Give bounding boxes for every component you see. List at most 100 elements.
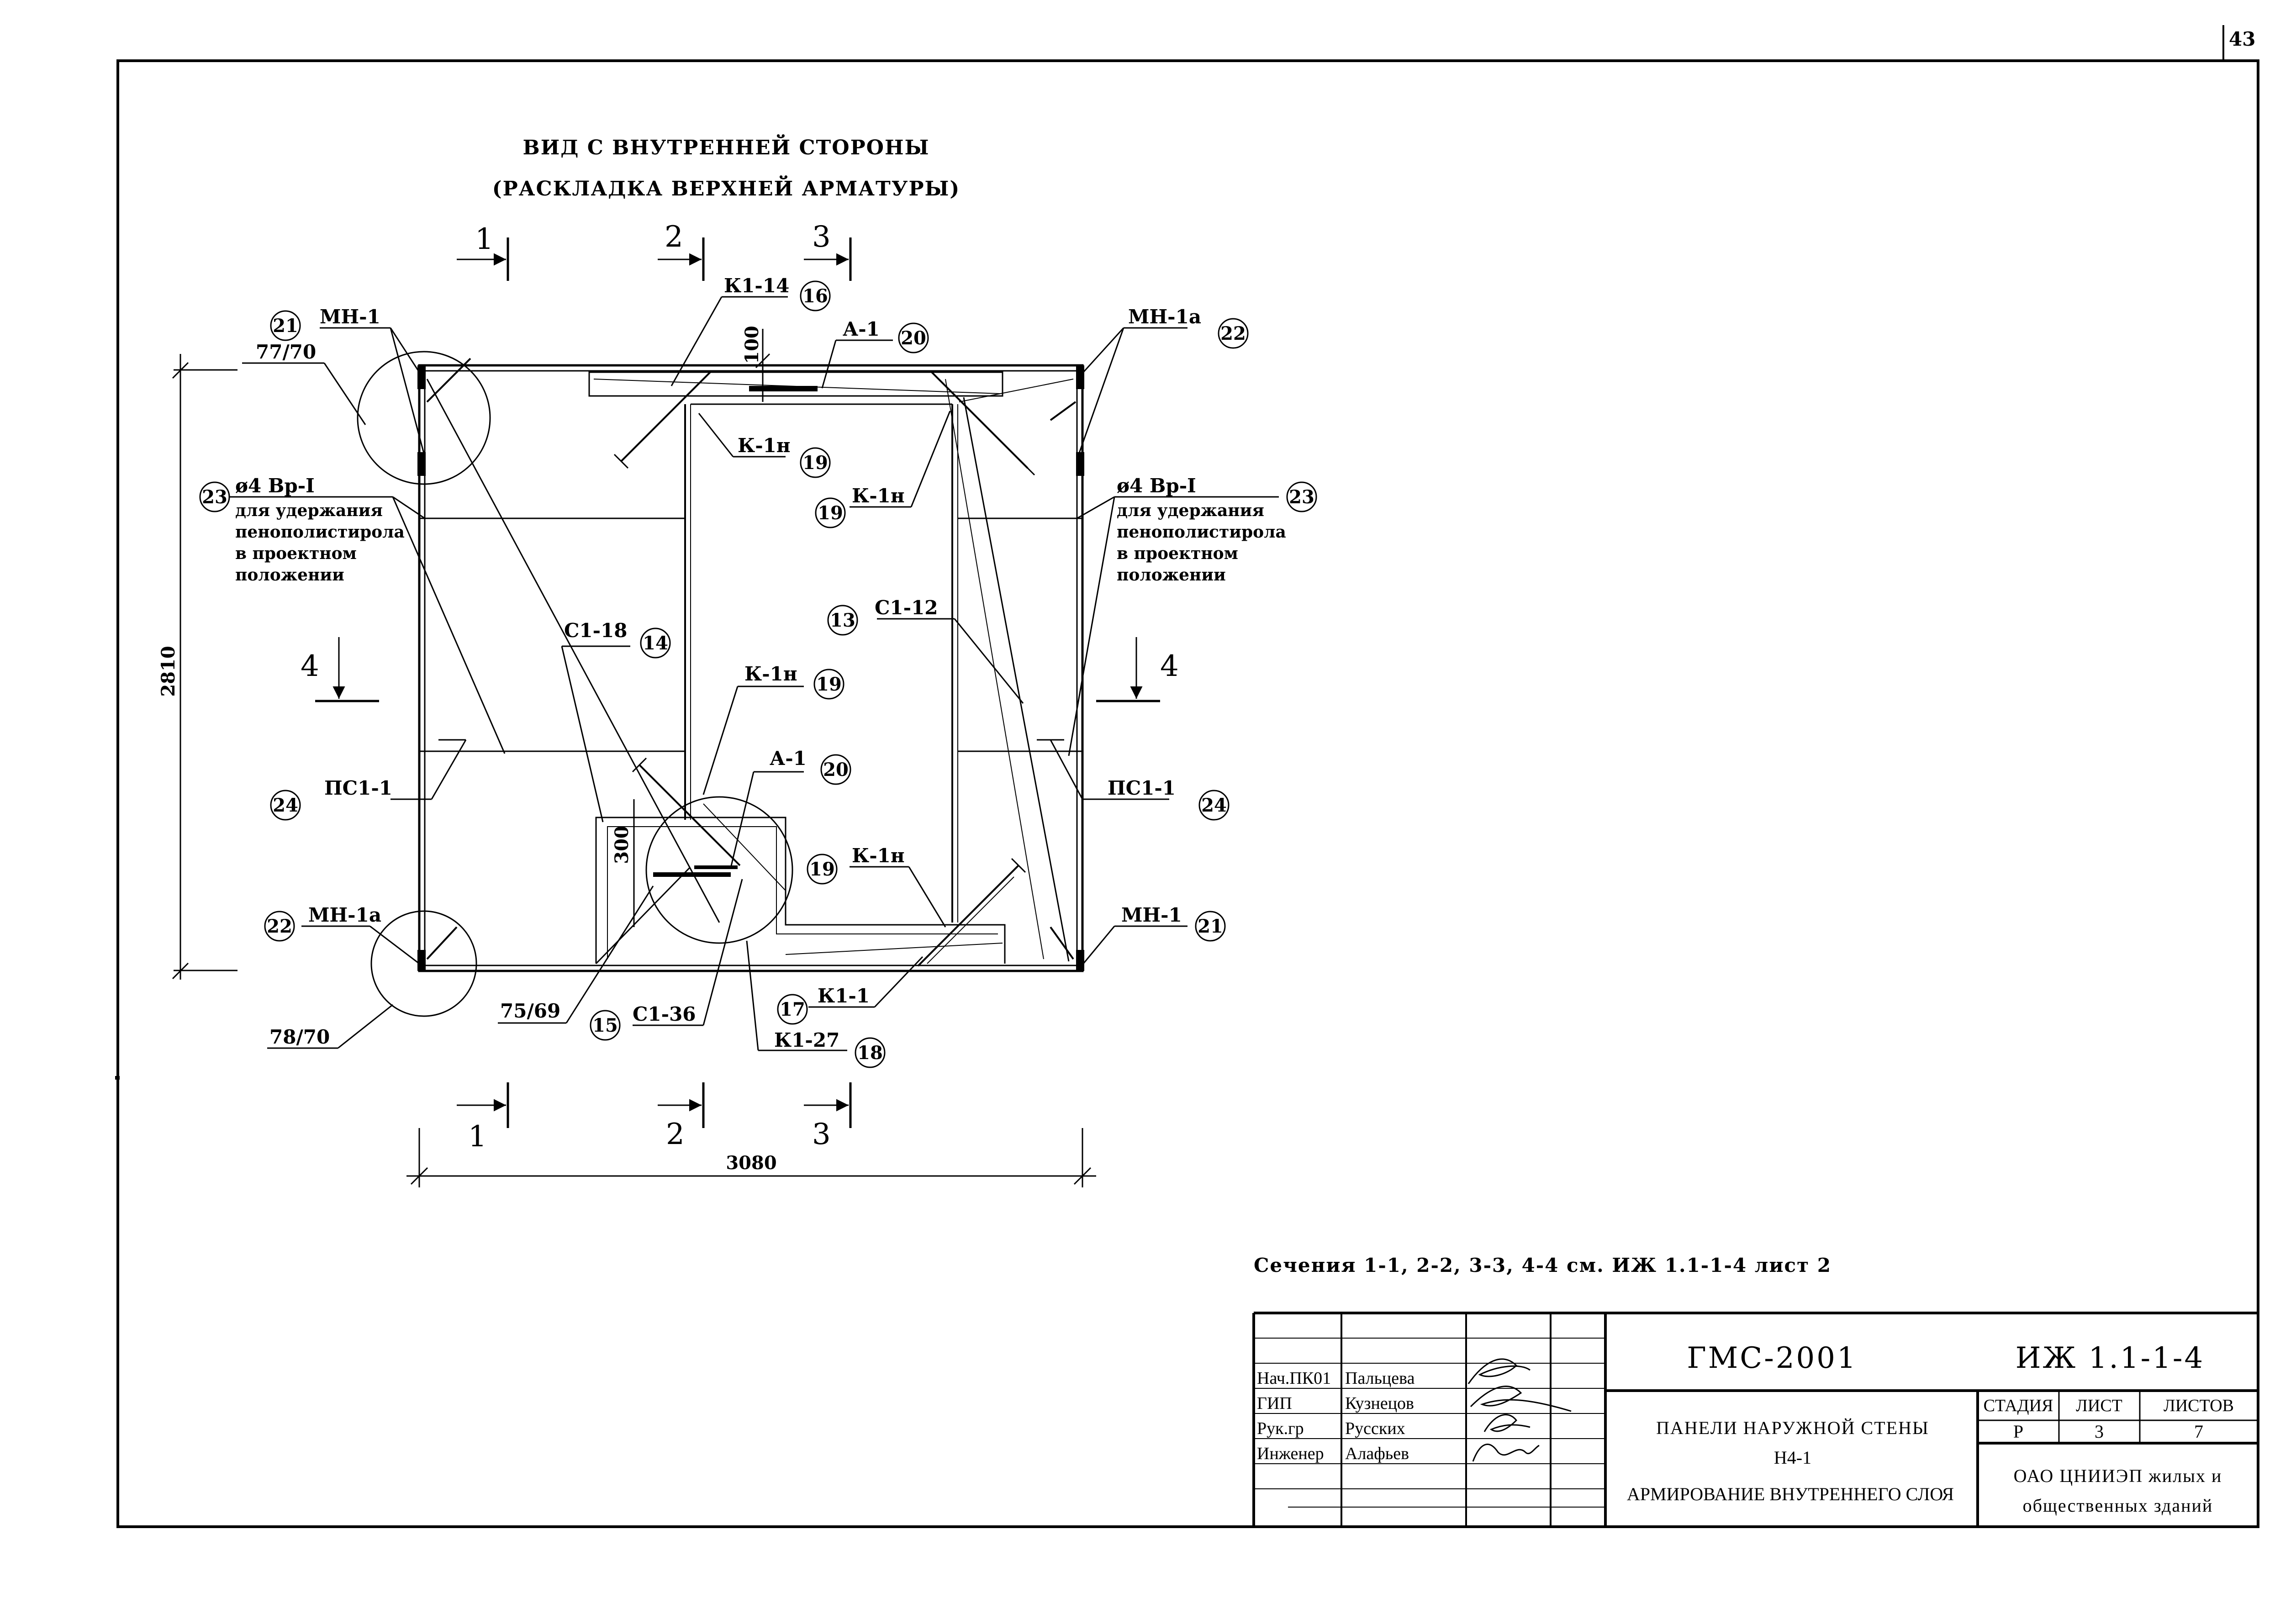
note-right-2: пенополистирола (1117, 522, 1286, 542)
label-rebar-right: ø4 Вр-I (1117, 475, 1196, 497)
note-left-4: положении (235, 565, 344, 585)
page-number: 43 (2229, 28, 2255, 50)
marker-23-right: 23 (1289, 486, 1314, 508)
marker-24-right: 24 (1201, 795, 1227, 816)
project-mark: Н4-1 (1774, 1447, 1811, 1468)
label-mn1-top: МН-1 (320, 306, 380, 328)
section-4-right: 4 (1160, 649, 1181, 683)
marker-20-bottom: 20 (823, 759, 849, 780)
label-mn1-bottom: МН-1 (1121, 904, 1182, 926)
marker-17: 17 (780, 999, 805, 1020)
staff-role-1: ГИП (1257, 1394, 1292, 1413)
note-left-3: в проектном (235, 544, 357, 563)
marker-19-a: 19 (802, 452, 828, 474)
label-k1n-d: К-1н (852, 844, 905, 867)
marker-20-top: 20 (901, 327, 926, 349)
marker-24-left: 24 (273, 795, 298, 816)
dim-width: 3080 (726, 1152, 776, 1174)
label-k1-14: К1-14 (724, 274, 789, 297)
staff-name-3: Алафьев (1345, 1444, 1409, 1463)
title-block (1252, 1312, 2258, 1527)
label-ratio-77-70: 77/70 (256, 341, 316, 363)
staff-rows: Нач.ПК01 Пальцева ГИП Кузнецов Рук.гр Ру… (1257, 1369, 1415, 1463)
section-2-top: 2 (665, 220, 685, 254)
callout-labels: МН-1 77/70 К1-14 А-1 МН-1а К-1н К-1н ø4 … (235, 274, 1286, 1051)
corner-ticks (426, 358, 1077, 960)
marker-21-top: 21 (273, 315, 298, 337)
marker-14: 14 (643, 633, 668, 654)
note-right-4: положении (1117, 565, 1226, 585)
label-rebar-left: ø4 Вр-I (235, 475, 315, 497)
label-k1n-b: К-1н (852, 485, 905, 507)
label-k1n-c: К-1н (744, 663, 797, 685)
label-ratio-75-69: 75/69 (500, 1000, 560, 1022)
dim-height: 2810 (158, 646, 179, 696)
note-left-2: пенополистирола (235, 522, 405, 542)
signatures (1467, 1358, 1572, 1462)
col-sheets: ЛИСТОВ (2164, 1396, 2234, 1415)
marker-numbers: 21 16 20 22 19 19 23 23 13 14 19 20 24 2… (202, 285, 1314, 1064)
staff-name-2: Русских (1345, 1419, 1405, 1438)
dim-100: 100 (741, 326, 763, 364)
section-4-left: 4 (301, 649, 321, 683)
staff-name-1: Кузнецов (1345, 1394, 1414, 1413)
dimension-lines (172, 329, 1096, 1187)
note-right-3: в проектном (1117, 544, 1238, 563)
section-3-top: 3 (812, 220, 833, 254)
view-subtitle: (РАСКЛАДКА ВЕРХНЕЙ АРМАТУРЫ) (492, 175, 960, 200)
stage-value: Р (2013, 1421, 2023, 1442)
marker-21-bottom: 21 (1198, 916, 1223, 937)
label-ps1-1-right: ПС1-1 (1108, 777, 1176, 799)
marker-18: 18 (857, 1042, 883, 1064)
project-title: ПАНЕЛИ НАРУЖНОЙ СТЕНЫ (1656, 1418, 1929, 1438)
project-subtitle: АРМИРОВАНИЕ ВНУТРЕННЕГО СЛОЯ (1627, 1484, 1954, 1504)
marker-19-b: 19 (818, 502, 843, 524)
reference-note: Сечения 1-1, 2-2, 3-3, 4-4 см. ИЖ 1.1-1-… (1254, 1254, 1831, 1276)
col-stage: СТАДИЯ (1984, 1396, 2053, 1415)
staff-name-0: Пальцева (1345, 1369, 1415, 1388)
marker-15: 15 (592, 1015, 618, 1036)
view-title: ВИД С ВНУТРЕННЕЙ СТОРОНЫ (523, 134, 930, 159)
staff-role-0: Нач.ПК01 (1257, 1369, 1331, 1388)
label-a1-bottom: А-1 (770, 747, 807, 770)
note-left-1: для удержания (235, 501, 383, 520)
marker-22-top: 22 (1220, 323, 1246, 344)
embedded-parts (417, 365, 1084, 971)
label-k1n-a: К-1н (738, 434, 791, 457)
sheet-value: 3 (2095, 1421, 2104, 1442)
marker-23-left: 23 (202, 486, 227, 508)
dim-300: 300 (611, 826, 633, 864)
section-1-bottom: 1 (468, 1120, 489, 1154)
note-right-1: для удержания (1117, 501, 1264, 520)
section-marks (315, 237, 1160, 1128)
marker-22-bottom: 22 (267, 916, 292, 937)
label-ps1-1-left: ПС1-1 (324, 777, 392, 799)
marker-19-d: 19 (809, 859, 835, 880)
label-mn1a-top: МН-1а (1128, 306, 1201, 328)
label-mn1a-bottom: МН-1а (308, 904, 381, 926)
label-c1-12: С1-12 (875, 596, 938, 619)
leader-lines (226, 296, 1279, 1051)
staff-role-3: Инженер (1257, 1444, 1324, 1463)
marker-19-c: 19 (816, 674, 842, 695)
position-markers (199, 280, 1317, 1068)
marker-13: 13 (830, 610, 855, 631)
label-a1-top: А-1 (843, 318, 880, 340)
sheet-frame (115, 25, 2259, 1528)
col-sheet: ЛИСТ (2076, 1396, 2122, 1415)
label-k1-27: К1-27 (774, 1029, 839, 1051)
staff-role-2: Рук.гр (1257, 1419, 1304, 1438)
label-k1-1: К1-1 (818, 985, 870, 1007)
marker-16: 16 (802, 285, 828, 307)
sheets-value: 7 (2194, 1421, 2203, 1442)
doc-code: ИЖ 1.1-1-4 (2016, 1341, 2205, 1375)
label-c1-18: С1-18 (564, 619, 628, 642)
org-name-1: ОАО ЦНИИЭП жилых и (2014, 1466, 2222, 1486)
org-name-2: общественных зданий (2023, 1495, 2213, 1516)
section-2-bottom: 2 (666, 1118, 686, 1151)
section-1-top: 1 (475, 222, 496, 256)
panel-outline (357, 351, 1084, 1017)
org-code: ГМС-2001 (1687, 1341, 1857, 1375)
